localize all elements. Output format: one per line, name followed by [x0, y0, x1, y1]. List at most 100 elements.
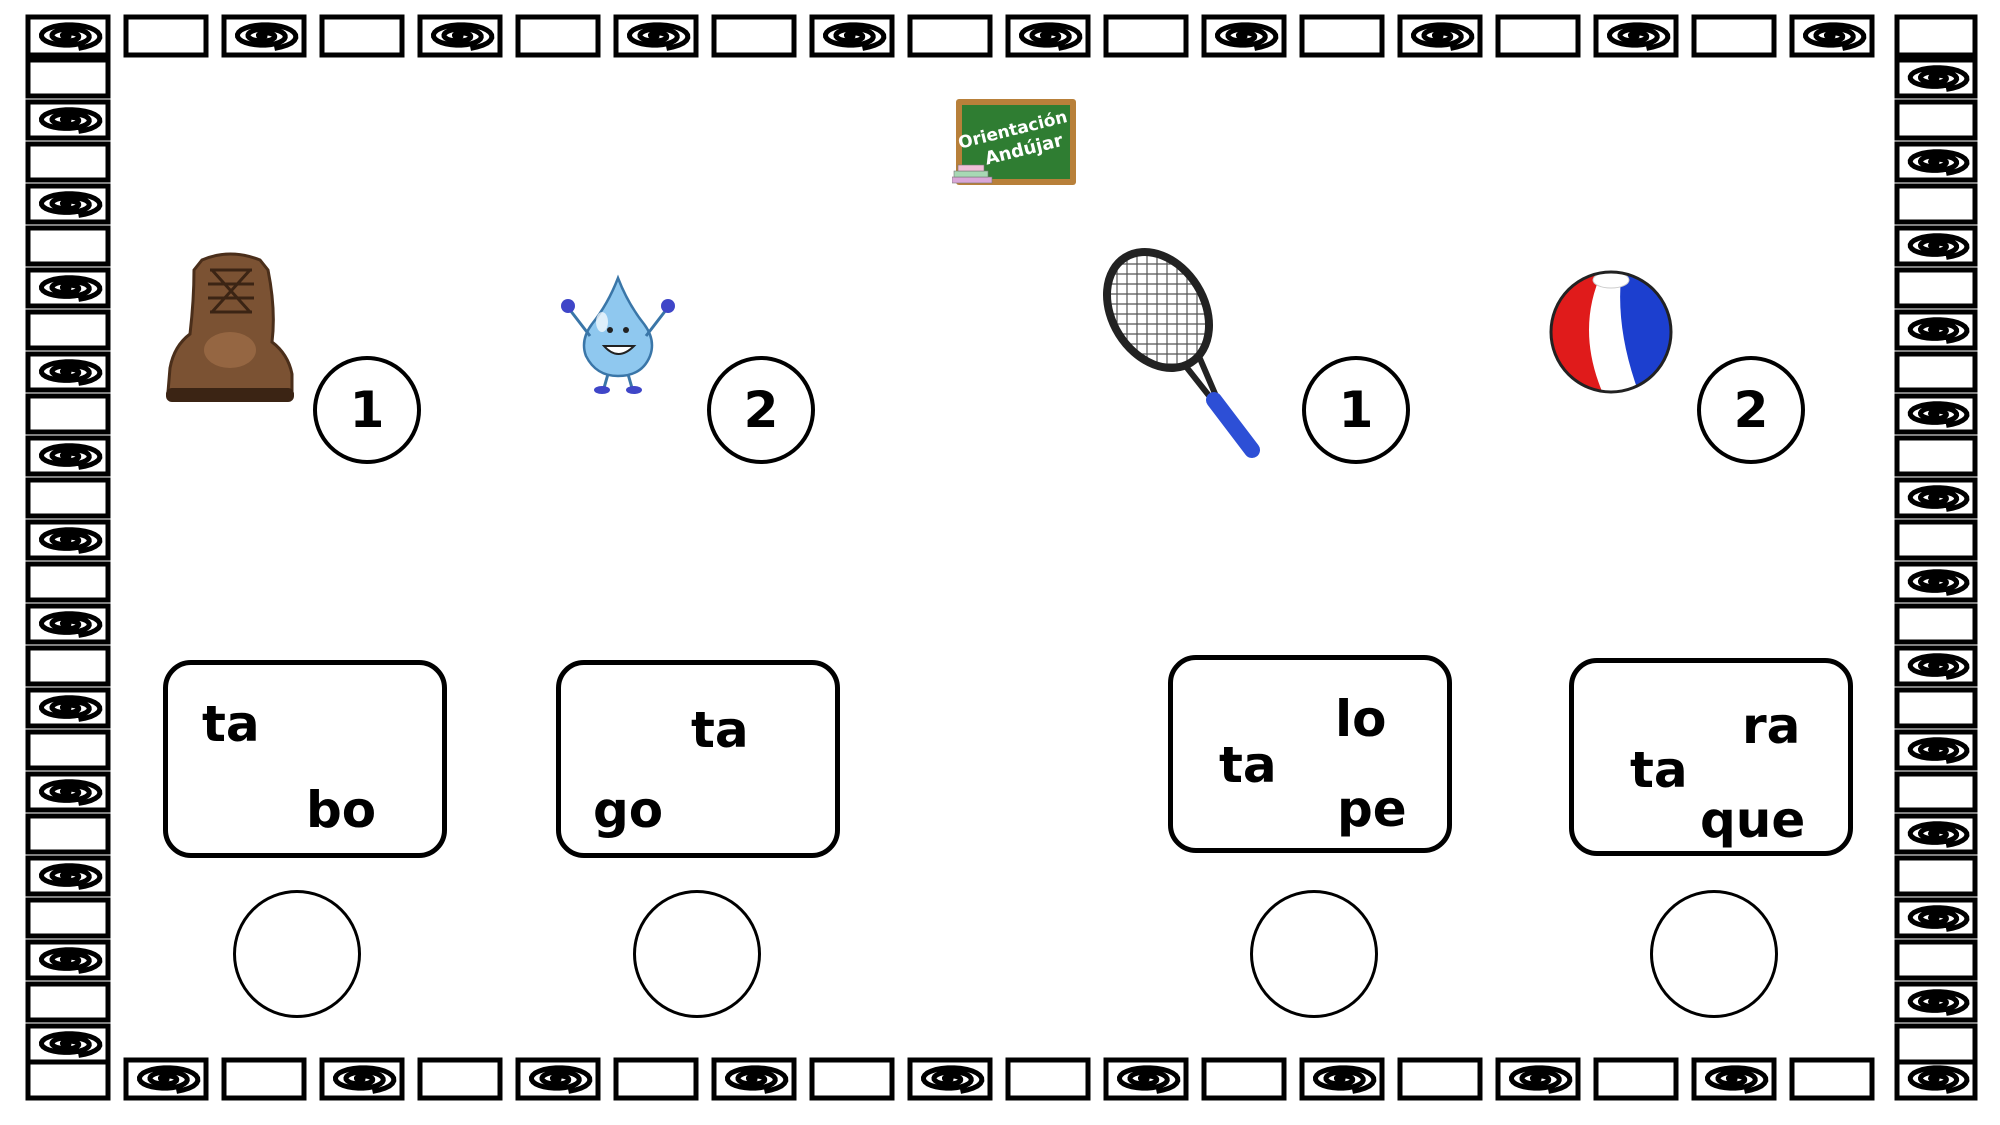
border-empty-tile: [1593, 1057, 1679, 1101]
orientacion-andujar-logo: Orientación Andújar: [952, 99, 1076, 185]
border-spiral-tile: [25, 99, 111, 141]
border-empty-tile: [25, 897, 111, 939]
border-spiral-tile: [319, 1057, 405, 1101]
syllable: ta: [1630, 741, 1688, 799]
border-spiral-tile: [25, 519, 111, 561]
border-spiral-tile: [221, 14, 307, 58]
border-empty-tile: [25, 813, 111, 855]
border-spiral-tile: [1894, 729, 1978, 771]
border-spiral-tile: [25, 351, 111, 393]
syllable-box: ra ta que: [1569, 658, 1853, 856]
border-spiral-tile: [1894, 645, 1978, 687]
border-spiral-tile: [25, 14, 111, 58]
border-empty-tile: [1894, 351, 1978, 393]
border-empty-tile: [25, 981, 111, 1023]
border-empty-tile: [613, 1057, 699, 1101]
border-spiral-tile: [1299, 1057, 1385, 1101]
answer-circle[interactable]: [633, 890, 761, 1018]
border-empty-tile: [1894, 603, 1978, 645]
border-empty-tile: [25, 645, 111, 687]
answer-circle[interactable]: [1650, 890, 1778, 1018]
border-spiral-tile: [1201, 14, 1287, 58]
border-spiral-tile: [1894, 1057, 1978, 1101]
syllable-count-circle: 2: [707, 356, 815, 464]
border-spiral-tile: [1103, 1057, 1189, 1101]
syllable: ta: [691, 701, 749, 759]
border-spiral-tile: [1397, 14, 1483, 58]
syllable: bo: [306, 781, 377, 839]
syllable: go: [593, 781, 664, 839]
border-empty-tile: [1894, 771, 1978, 813]
border-spiral-tile: [1894, 393, 1978, 435]
border-spiral-tile: [25, 939, 111, 981]
border-spiral-tile: [1691, 1057, 1777, 1101]
border-empty-tile: [25, 477, 111, 519]
syllable-count-circle: 1: [1302, 356, 1410, 464]
border-empty-tile: [1789, 1057, 1875, 1101]
border-empty-tile: [417, 1057, 503, 1101]
border-empty-tile: [25, 1057, 111, 1101]
border-empty-tile: [1894, 519, 1978, 561]
boot-icon: [166, 252, 294, 402]
border-spiral-tile: [25, 771, 111, 813]
border-empty-tile: [711, 14, 797, 58]
water-drop-icon: [561, 274, 675, 394]
border-spiral-tile: [1005, 14, 1091, 58]
syllable: que: [1700, 791, 1806, 849]
syllable-box: lo ta pe: [1168, 655, 1452, 853]
border-spiral-tile: [613, 14, 699, 58]
border-spiral-tile: [1894, 57, 1978, 99]
border-spiral-tile: [1894, 897, 1978, 939]
syllable-box: ta go: [556, 660, 840, 858]
border-empty-tile: [1397, 1057, 1483, 1101]
border-empty-tile: [1894, 855, 1978, 897]
border-empty-tile: [1495, 14, 1581, 58]
answer-circle[interactable]: [1250, 890, 1378, 1018]
border-empty-tile: [25, 225, 111, 267]
border-empty-tile: [1691, 14, 1777, 58]
border-spiral-tile: [1894, 477, 1978, 519]
border-empty-tile: [907, 14, 993, 58]
border-spiral-tile: [1894, 981, 1978, 1023]
syllable-box: ta bo: [163, 660, 447, 858]
border-spiral-tile: [25, 687, 111, 729]
border-empty-tile: [1894, 435, 1978, 477]
border-empty-tile: [25, 729, 111, 771]
border-spiral-tile: [25, 183, 111, 225]
syllable: ta: [1219, 736, 1277, 794]
border-spiral-tile: [515, 1057, 601, 1101]
syllable-count-circle: 2: [1697, 356, 1805, 464]
border-empty-tile: [1894, 267, 1978, 309]
border-empty-tile: [319, 14, 405, 58]
border-spiral-tile: [711, 1057, 797, 1101]
border-spiral-tile: [25, 855, 111, 897]
syllable-count-circle: 1: [313, 356, 421, 464]
border-empty-tile: [1894, 687, 1978, 729]
border-spiral-tile: [1789, 14, 1875, 58]
border-spiral-tile: [417, 14, 503, 58]
border-empty-tile: [1103, 14, 1189, 58]
border-spiral-tile: [1894, 813, 1978, 855]
tennis-racket-icon: [1102, 244, 1260, 458]
border-empty-tile: [1894, 1023, 1978, 1065]
border-spiral-tile: [809, 14, 895, 58]
border-empty-tile: [25, 393, 111, 435]
syllable: ta: [202, 695, 260, 753]
border-spiral-tile: [1495, 1057, 1581, 1101]
border-spiral-tile: [25, 603, 111, 645]
syllable: lo: [1335, 690, 1387, 748]
border-empty-tile: [25, 141, 111, 183]
border-empty-tile: [25, 57, 111, 99]
border-empty-tile: [1201, 1057, 1287, 1101]
border-empty-tile: [1894, 99, 1978, 141]
answer-circle[interactable]: [233, 890, 361, 1018]
border-empty-tile: [25, 561, 111, 603]
beach-ball-icon: [1549, 270, 1673, 394]
border-empty-tile: [25, 309, 111, 351]
border-spiral-tile: [907, 1057, 993, 1101]
border-spiral-tile: [1894, 309, 1978, 351]
border-spiral-tile: [1894, 141, 1978, 183]
border-empty-tile: [123, 14, 209, 58]
border-empty-tile: [1894, 939, 1978, 981]
